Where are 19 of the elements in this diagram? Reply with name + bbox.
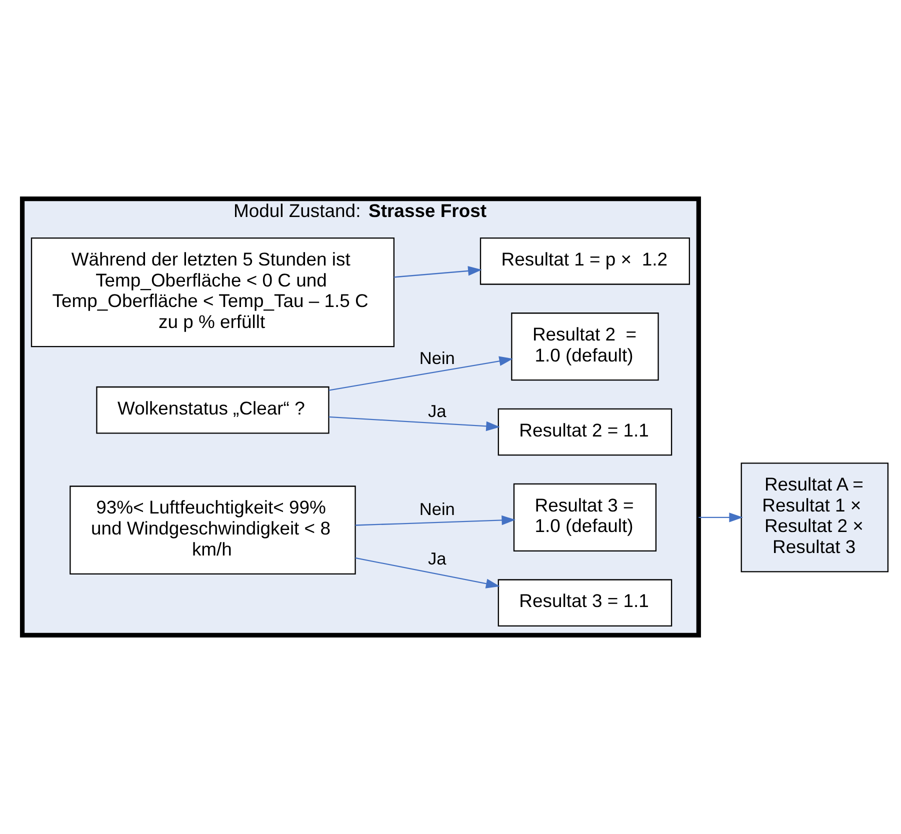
node-box: Resultat 3 = 1.1 bbox=[498, 579, 672, 626]
node-box: Während der letzten 5 Stunden ist Temp_Oberfläche < 0 C und Temp_Oberfläche < Temp_Tau – 1.5 C zu p % erfüllt bbox=[30, 238, 395, 348]
arrow bbox=[328, 356, 514, 391]
arrow bbox=[698, 512, 744, 522]
edge-label: Nein bbox=[419, 348, 455, 368]
node-box: Resultat 2 = 1.0 (default) bbox=[511, 312, 659, 381]
arrow bbox=[328, 416, 500, 432]
node-box: Resultat 3 = 1.0 (default) bbox=[513, 483, 657, 552]
node-box: Resultat 2 = 1.1 bbox=[498, 408, 672, 456]
edge-label: Ja bbox=[428, 401, 446, 421]
arrow bbox=[394, 266, 482, 278]
arrow bbox=[355, 557, 500, 588]
node-box: 93%< Luftfeuchtigkeit< 99% und Windgeschwindigkeit < 8 km/h bbox=[70, 486, 356, 575]
node-box: Wolkenstatus „Clear“ ? bbox=[96, 386, 330, 434]
edge-label: Nein bbox=[419, 499, 455, 520]
edge-label: Ja bbox=[428, 548, 446, 569]
node-box: Resultat A = Resultat 1 × Resultat 2 × Resultat 3 bbox=[740, 462, 889, 572]
arrow bbox=[355, 515, 516, 526]
node-box: Resultat 1 = p × 1.2 bbox=[480, 238, 690, 285]
